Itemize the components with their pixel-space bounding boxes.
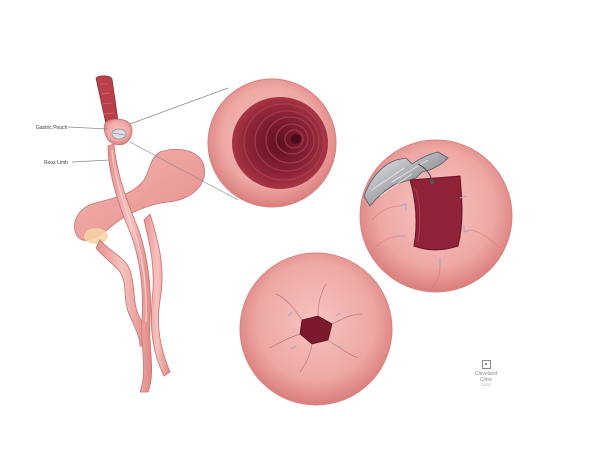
dilation-view <box>360 140 512 292</box>
stricture-view <box>240 253 392 405</box>
roux-limb-label: Roux Limb <box>44 160 68 166</box>
cleveland-clinic-logo: Cleveland Clinic ©2022 <box>461 360 511 388</box>
logo-copyright: ©2022 <box>461 383 511 388</box>
anatomy-illustration <box>75 76 205 392</box>
cleveland-clinic-logo-icon <box>482 360 491 369</box>
remnant-stomach <box>75 149 205 240</box>
esophagus <box>96 76 118 124</box>
normal-anastomosis-view <box>208 79 336 207</box>
gastric-pouch-label: Gastric Pouch <box>36 125 67 131</box>
